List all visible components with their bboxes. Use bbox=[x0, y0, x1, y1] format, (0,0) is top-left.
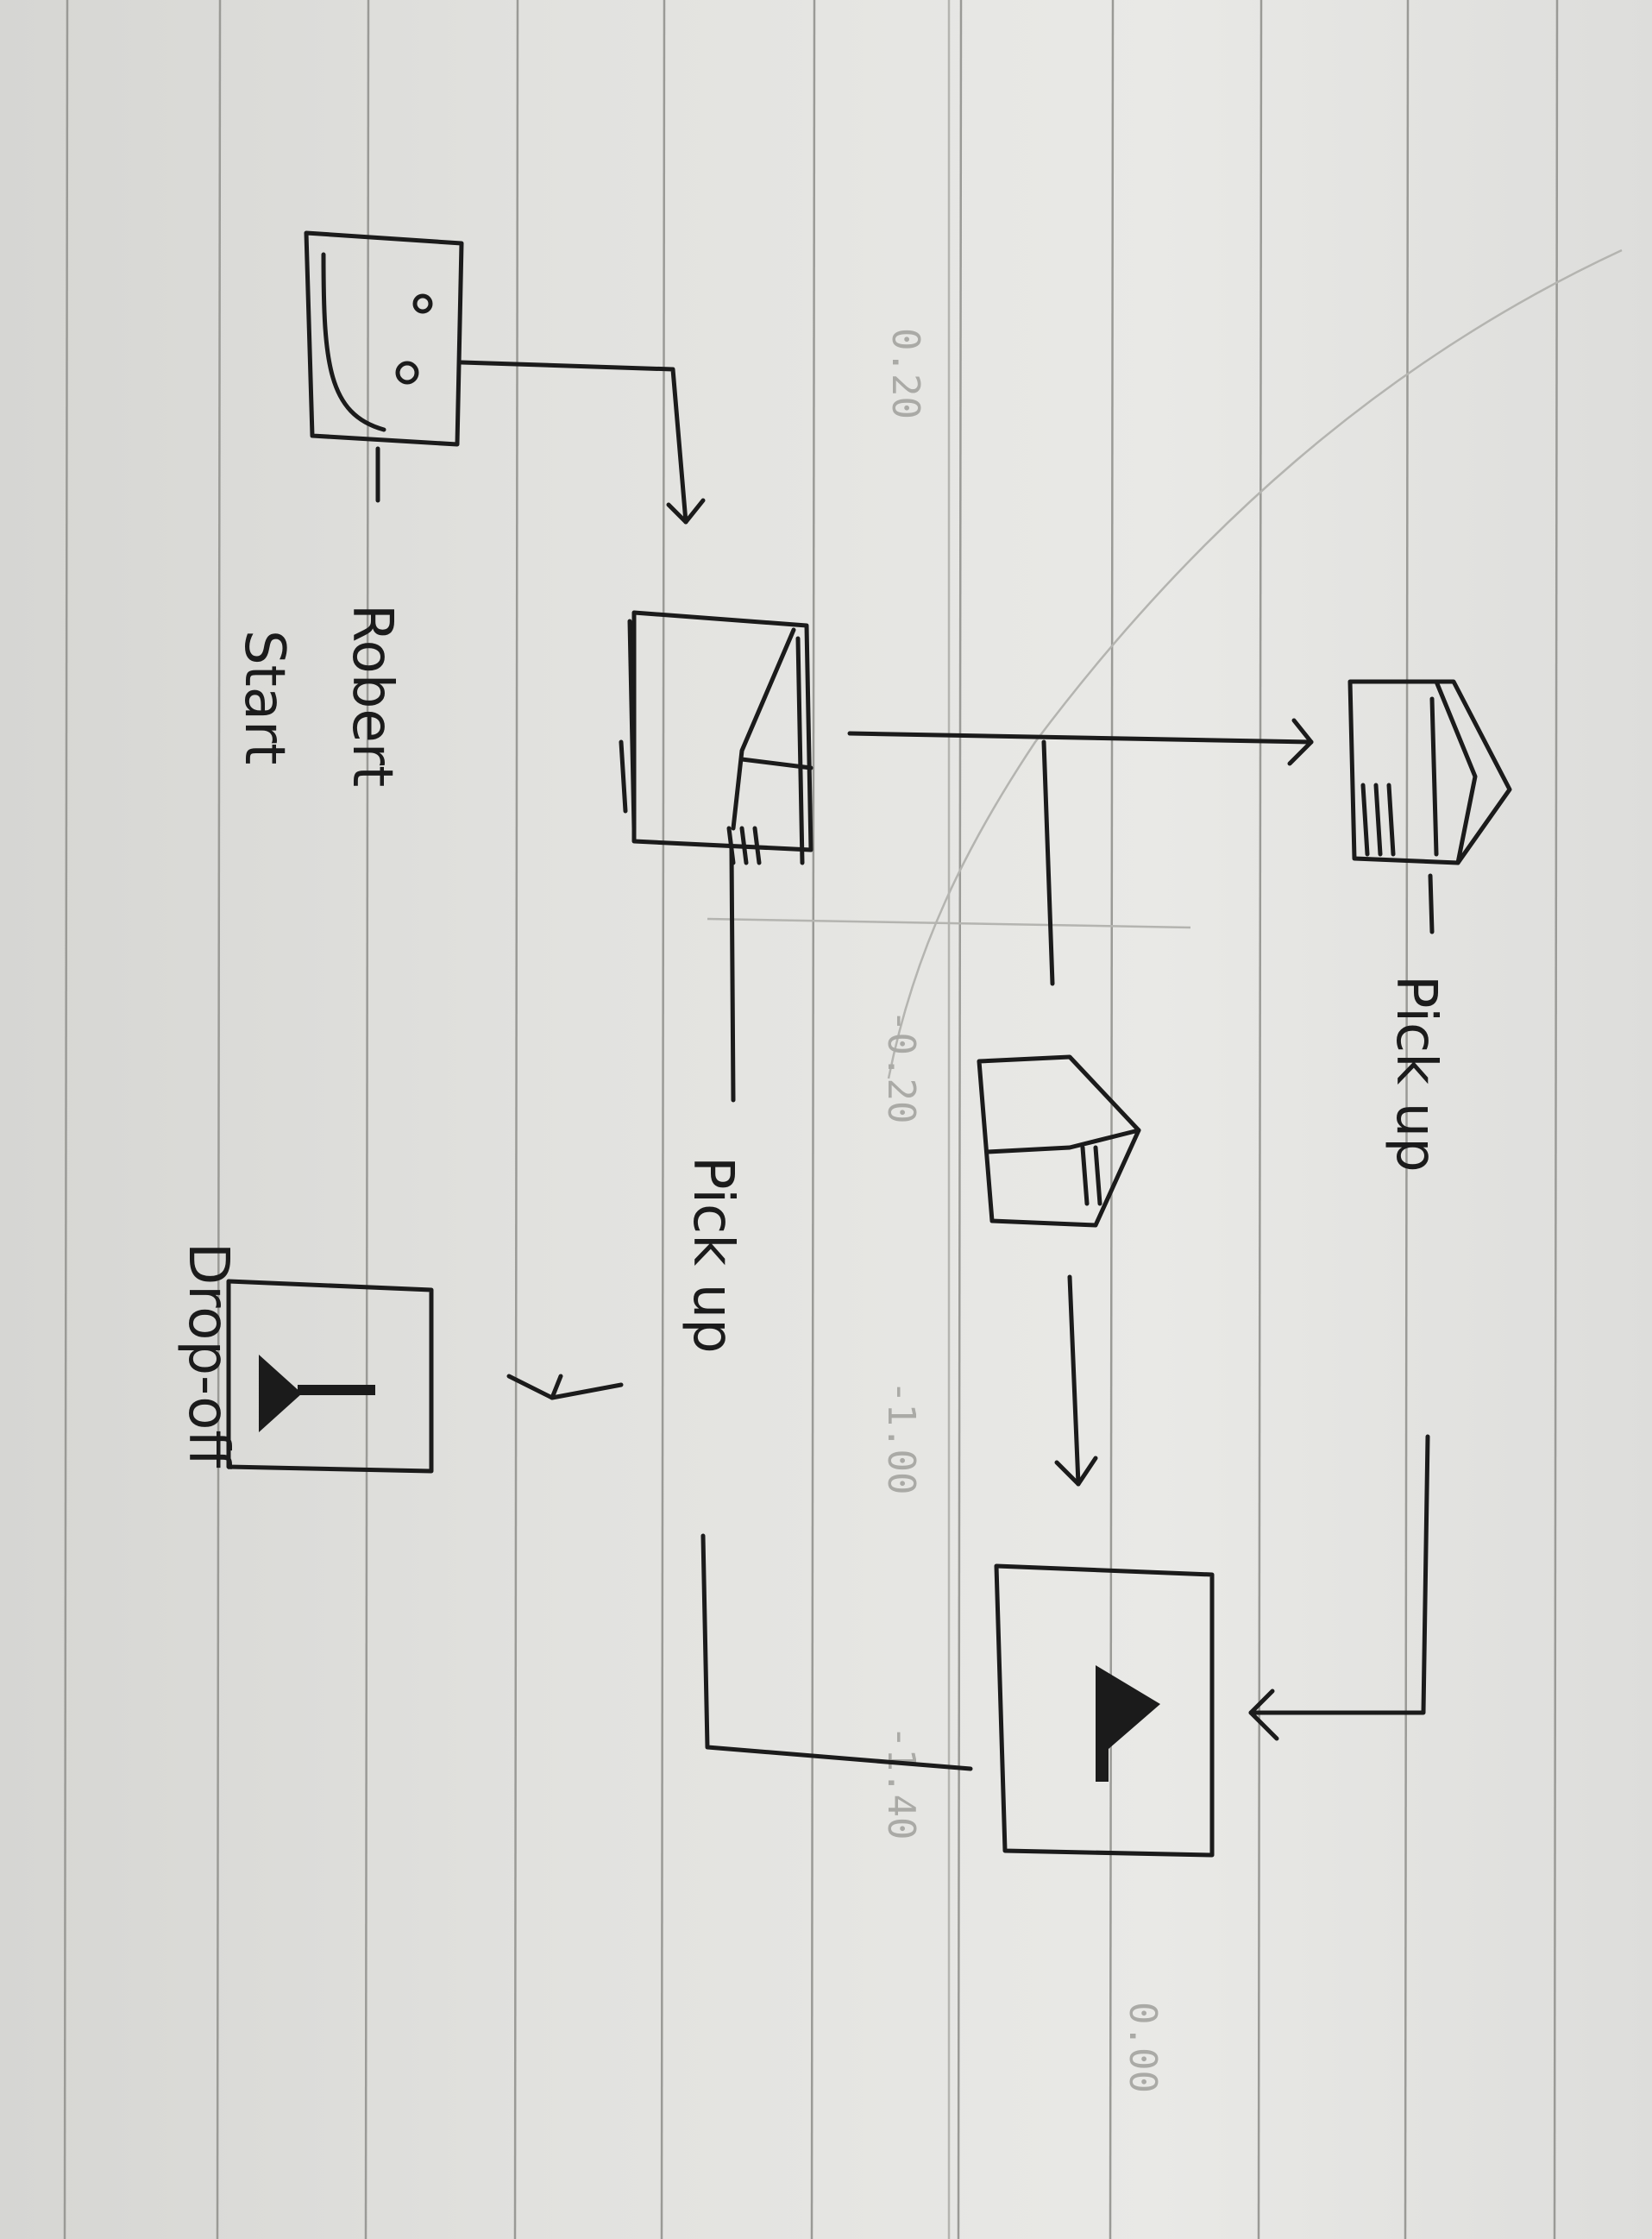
box-icon-small bbox=[977, 1054, 1141, 1228]
pickup-label-top: Pick up bbox=[1384, 975, 1448, 1173]
svg-text:0.20: 0.20 bbox=[883, 328, 927, 419]
start-label: Start bbox=[232, 630, 296, 764]
arrow-small-to-dropoff bbox=[1054, 1274, 1098, 1487]
box-icon-top bbox=[1347, 679, 1512, 865]
svg-text:-0.20: -0.20 bbox=[879, 1009, 923, 1123]
connector-middle-pickup-to-dropoff bbox=[700, 1533, 973, 1771]
arrow-up-icon-main bbox=[1096, 1665, 1160, 1782]
connector-robot-to-box bbox=[459, 360, 706, 525]
robot-label: Robert bbox=[340, 604, 404, 787]
dropoff-label: Drop-off bbox=[176, 1242, 240, 1469]
bleed-through-marks bbox=[707, 0, 1623, 2239]
pickup-top-dash bbox=[1428, 873, 1435, 934]
dropoff-square-main bbox=[994, 1563, 1215, 1858]
arrow-up-icon-small bbox=[259, 1355, 375, 1432]
robot-icon bbox=[304, 230, 464, 447]
bleed-through-text: 0.20 -0.20 -1.00 0.00 -1.40 bbox=[879, 328, 1165, 2093]
svg-text:-1.00: -1.00 bbox=[879, 1381, 923, 1494]
pickup-label-middle: Pick up bbox=[681, 1156, 744, 1354]
svg-text:0.00: 0.00 bbox=[1121, 2002, 1165, 2093]
connector-top-pickup-to-dropoff bbox=[1248, 1434, 1430, 1741]
connector-box-to-top-box bbox=[729, 718, 1314, 1103]
box-icon-middle bbox=[619, 610, 813, 865]
rule-lines bbox=[63, 0, 1559, 2239]
arrow-to-small-dropoff bbox=[506, 1374, 624, 1400]
svg-text:-1.40: -1.40 bbox=[879, 1726, 923, 1840]
dropoff-square-small bbox=[226, 1279, 434, 1474]
